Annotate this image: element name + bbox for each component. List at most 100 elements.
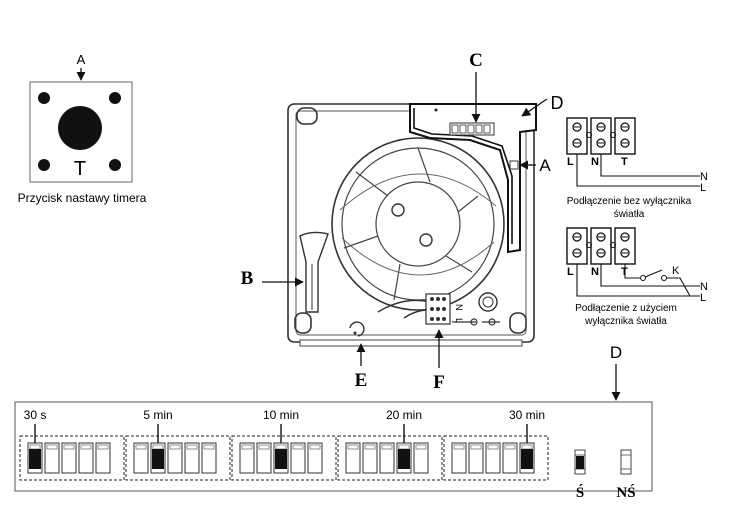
round-button-core [482, 296, 494, 308]
callout-c: C [469, 50, 483, 123]
dip-switch-off[interactable] [239, 442, 255, 474]
dip-switch-on[interactable] [396, 442, 412, 474]
d2-line-n: N [700, 281, 708, 293]
fan-hub-ring [375, 181, 461, 267]
timer-button-section: A T Przycisk nastawy timera [18, 52, 147, 205]
d1-caption-line1: Podłączenie bez wyłącznika [567, 196, 692, 207]
terminal-ring-1 [470, 318, 478, 326]
dip-switch-off[interactable] [362, 442, 378, 474]
dip-panel-pointer: D [610, 343, 622, 401]
d2-line-l: L [700, 292, 706, 304]
fan-spokes [343, 147, 479, 301]
dip-switch-off[interactable] [413, 442, 429, 474]
d1-terminal-n: N [591, 156, 599, 168]
dip-switch-off[interactable] [95, 442, 111, 474]
dip-switch-on[interactable] [273, 442, 289, 474]
d2-switch-contact-a [640, 275, 646, 281]
terminal-unit-t-2 [614, 227, 636, 265]
callout-c-letter: C [469, 50, 483, 71]
terminal-unit-l [566, 117, 588, 155]
link-dot-3 [586, 242, 592, 248]
dip-switch-off[interactable] [184, 442, 200, 474]
electronics-cover [409, 103, 537, 254]
dip-group-label: 10 min [263, 408, 299, 422]
timer-button-caption: Przycisk nastawy timera [18, 191, 147, 205]
fan-hub-screw [391, 203, 405, 217]
mode-jumper-2[interactable]: NŚ [616, 449, 636, 501]
wiring-diagram-1: L N T N L Podłączenie bez wyłącznika świ… [566, 117, 708, 220]
pcb-dot [434, 108, 438, 112]
dip-group-label: 30 s [24, 408, 47, 422]
d1-terminal-t: T [621, 156, 628, 168]
dip-group-1: 30 s [19, 408, 125, 481]
dip-switch-off[interactable] [290, 442, 306, 474]
terminal-unit-n [590, 117, 612, 155]
d2-terminal-l: L [567, 266, 574, 278]
dip-switch-off[interactable] [256, 442, 272, 474]
dip-switch-off[interactable] [201, 442, 217, 474]
dip-panel [14, 401, 653, 492]
d2-wire-switch [667, 277, 691, 297]
d2-wire-l [576, 264, 700, 297]
wiring-diagram-2: L N T K N L Podłączenie z użyciem wyłącz… [566, 227, 708, 327]
rotation-mark [349, 321, 365, 337]
plate-screw-bottom-left [38, 159, 50, 171]
d2-terminal-n: N [591, 266, 599, 278]
dip-group-frame [231, 435, 337, 481]
dip-switch-off[interactable] [78, 442, 94, 474]
cable-clamp [299, 231, 329, 313]
d2-caption-line2: wyłącznika światła [584, 316, 667, 327]
callout-d: D [521, 93, 564, 117]
dip-switch-on[interactable] [150, 442, 166, 474]
mode-jumper-label: Ś [576, 484, 584, 501]
d1-line-n: N [700, 171, 708, 183]
dip-switch-off[interactable] [451, 442, 467, 474]
dip-group-3: 10 min [231, 408, 337, 481]
d2-switch-lever [644, 269, 663, 278]
round-button [478, 292, 498, 312]
d2-wire-t [624, 264, 640, 279]
dip-group-frame [337, 435, 443, 481]
dip-switch-on[interactable] [27, 442, 43, 474]
dip-group-4: 20 min [337, 408, 443, 481]
fan-grille-lines [339, 173, 497, 276]
plate-screw-top-left [38, 92, 50, 104]
dip-switch-off[interactable] [61, 442, 77, 474]
callout-b: B [241, 268, 304, 289]
dip-switch-off[interactable] [379, 442, 395, 474]
callout-e: E [355, 343, 368, 391]
pcb-jumper-a [509, 160, 519, 170]
dip-groups: 30 s 5 min 10 min 20 min 30 min [19, 408, 549, 481]
dip-switch-off[interactable] [502, 442, 518, 474]
d2-switch-label: K [672, 265, 680, 277]
dip-switch-off[interactable] [345, 442, 361, 474]
dip-switch-off[interactable] [485, 442, 501, 474]
terminal-unit-n-2 [590, 227, 612, 265]
fan-housing: N L [287, 103, 537, 347]
terminal-unit-l-2 [566, 227, 588, 265]
dip-switch-off[interactable] [167, 442, 183, 474]
terminal-unit-t [614, 117, 636, 155]
dip-switch-off[interactable] [307, 442, 323, 474]
dip-group-label: 30 min [509, 408, 545, 422]
d2-caption-line1: Podłączenie z użyciem [575, 303, 677, 314]
timer-button-letter: T [74, 158, 86, 180]
mode-jumpers: Ś NŚ [574, 449, 636, 501]
dip-switch-on[interactable] [519, 442, 535, 474]
d1-terminal-l: L [567, 156, 574, 168]
fan-hub-screw-2 [419, 233, 433, 247]
dip-switch-off[interactable] [468, 442, 484, 474]
housing-bottom-lip [299, 339, 523, 347]
dip-panel-pointer-letter: D [610, 343, 622, 362]
callout-a: A [519, 156, 551, 175]
callout-a-letter: A [539, 156, 551, 175]
timer-pointer-letter: A [77, 52, 86, 67]
dip-group-5: 30 min [443, 408, 549, 481]
dip-switch-off[interactable] [133, 442, 149, 474]
callout-e-letter: E [355, 370, 368, 391]
dip-switch-off[interactable] [44, 442, 60, 474]
dip-group-label: 5 min [143, 408, 172, 422]
mode-jumper-1[interactable]: Ś [574, 449, 586, 501]
dip-group-label: 20 min [386, 408, 422, 422]
